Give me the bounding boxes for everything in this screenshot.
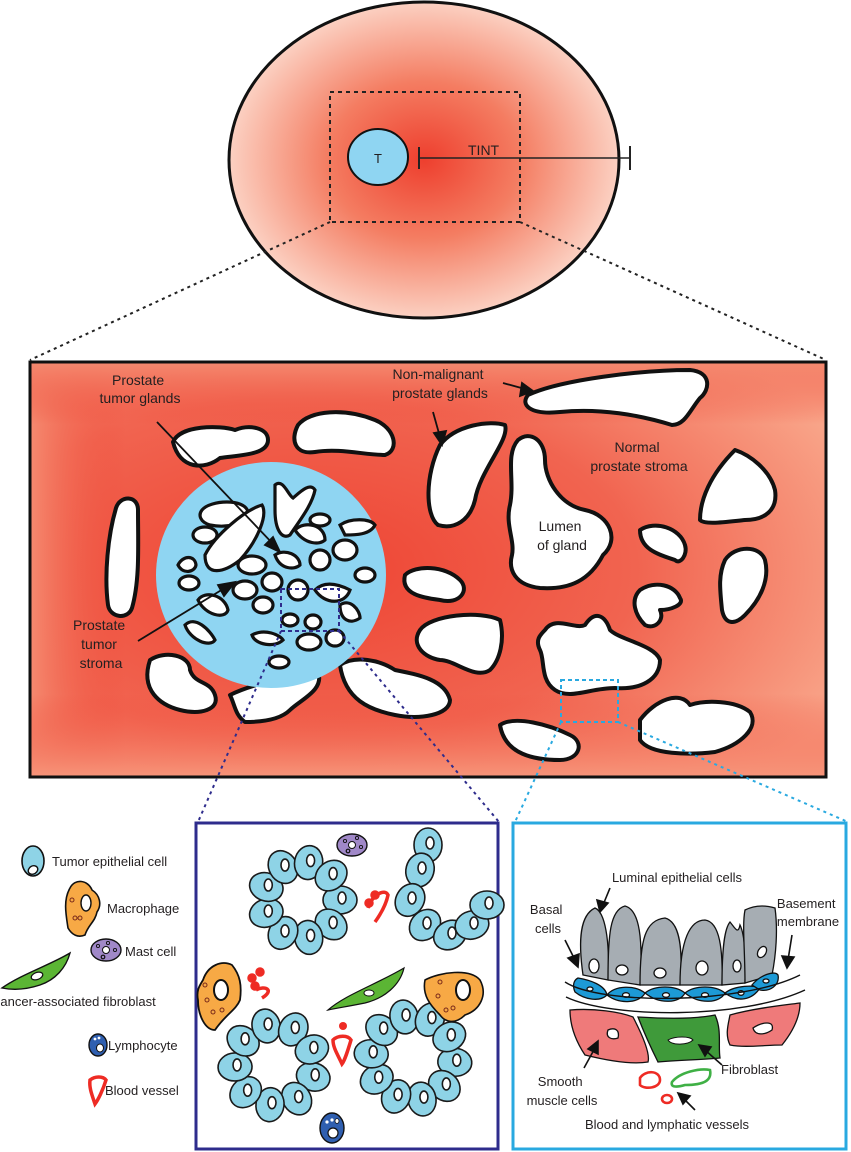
tumor-epithelial-cell	[277, 1012, 309, 1047]
middle-panel-frame	[28, 360, 828, 779]
label-lumen-of-gland: Lumen of gland	[537, 518, 587, 553]
cell-legend: Tumor epithelial cell Macrophage Mast ce…	[0, 845, 179, 1108]
tumor-epithelial-cell	[469, 890, 505, 920]
fibroblast-icon	[0, 951, 72, 990]
normal-glands	[104, 368, 778, 762]
blood-vessel-icon	[88, 1075, 108, 1108]
macrophage-icon	[64, 880, 101, 937]
tumor-epithelial-cell	[406, 1081, 437, 1117]
tumor-glands	[176, 481, 377, 670]
label-prostate-tumor-glands: Prostate tumor glands	[100, 372, 181, 406]
zoom-line-left	[29, 221, 331, 361]
cancer-associated-fibroblast	[325, 966, 405, 1012]
lymphocyte-icon	[88, 1033, 108, 1057]
tumor-epithelial-cell	[353, 1038, 389, 1069]
tint-label: TINT	[468, 142, 500, 158]
label-blood-and-lymphatic-vessels: Blood and lymphatic vessels	[585, 1117, 750, 1132]
tumor-epithelial-cell	[437, 1047, 473, 1078]
tumor-epithelial-cell	[251, 1008, 282, 1044]
label-fibroblast: Fibroblast	[721, 1062, 778, 1077]
macrophage	[196, 962, 242, 1031]
tumor-zoom-box	[280, 588, 340, 632]
prostate-oval	[227, 0, 621, 320]
legend-label-macrophage: Macrophage	[107, 901, 179, 916]
tumor-epithelial-cell	[280, 1081, 313, 1116]
basement-membrane	[564, 974, 801, 1000]
luminal-epithelial-cells	[579, 905, 778, 986]
normal-panel-arrows	[564, 887, 796, 1111]
tumor-epithelial-cell	[229, 1075, 263, 1109]
stroma-line	[565, 989, 806, 1014]
tumor-epithelial-cell	[217, 1052, 253, 1082]
tint-distance-bar	[418, 146, 631, 170]
tumor-label: T	[374, 151, 382, 166]
normal-zoom-box	[560, 679, 619, 723]
normal-fibroblast	[637, 1014, 721, 1063]
label-prostate-tumor-stroma: Prostate tumor stroma	[73, 617, 129, 671]
lymphocyte	[319, 1112, 345, 1144]
tumor-epithelial-cell	[359, 1063, 394, 1095]
tumor-epithelial-cells	[217, 827, 505, 1123]
tumor-epithelial-cell	[294, 1034, 330, 1065]
tumor-epithelial-cell	[322, 885, 358, 915]
legend-label-blood-vessel: Blood vessel	[105, 1083, 179, 1098]
label-basement-membrane: Basement membrane	[777, 896, 839, 929]
label-non-malignant-glands: Non-malignant prostate glands	[392, 366, 488, 401]
blood-and-lymphatic-vessels	[638, 1068, 712, 1105]
legend-label-mast-cell: Mast cell	[125, 944, 176, 959]
tumor-focus	[347, 128, 409, 186]
tumor-epithelial-cell	[255, 1086, 285, 1123]
blood-vessel	[247, 967, 270, 1000]
annotation-arrows	[137, 381, 535, 642]
blood-vessel	[364, 890, 390, 924]
legend-label-lymphocyte: Lymphocyte	[108, 1038, 178, 1053]
mast-cell	[336, 833, 368, 857]
tumor-epithelial-cell	[293, 919, 324, 956]
tumor-epithelial-cell	[404, 852, 436, 888]
blood-vessel	[331, 1022, 353, 1068]
label-basal-cells: Basal cells	[530, 902, 566, 936]
zoom-line-right	[519, 221, 827, 361]
tumor-epithelial-cell-icon	[21, 845, 45, 877]
mast-cell-icon	[90, 938, 122, 962]
macrophage	[423, 971, 484, 1023]
label-normal-prostate-stroma: Normal prostate stroma	[590, 439, 687, 474]
tumor-epithelial-cell	[389, 999, 420, 1035]
tumor-epithelial-cell	[226, 1024, 260, 1057]
label-luminal-epithelial-cells: Luminal epithelial cells	[612, 870, 743, 885]
label-smooth-muscle-cells: Smooth muscle cells	[527, 1074, 598, 1108]
tumor-epithelial-cell	[394, 882, 426, 918]
tumor-epithelial-cell	[293, 844, 324, 881]
tumor-epithelial-cell	[432, 1021, 467, 1053]
tumor-epithelial-cell	[314, 859, 348, 892]
legend-label-tumor-epithelial-cell: Tumor epithelial cell	[52, 854, 167, 869]
normal-zoom-line-left	[514, 721, 562, 823]
top-panel: T TINT	[29, 0, 827, 361]
middle-panel: Prostate tumor glands Prostate tumor str…	[28, 360, 849, 823]
legend-label-cancer-associated-fibroblast: Cancer-associated fibroblast	[0, 994, 156, 1009]
tumor-microenvironment-panel	[194, 821, 505, 1151]
normal-gland-panel: Luminal epithelial cells Basal cells Bas…	[511, 821, 848, 1151]
tumor-epithelial-cell	[295, 1061, 331, 1092]
